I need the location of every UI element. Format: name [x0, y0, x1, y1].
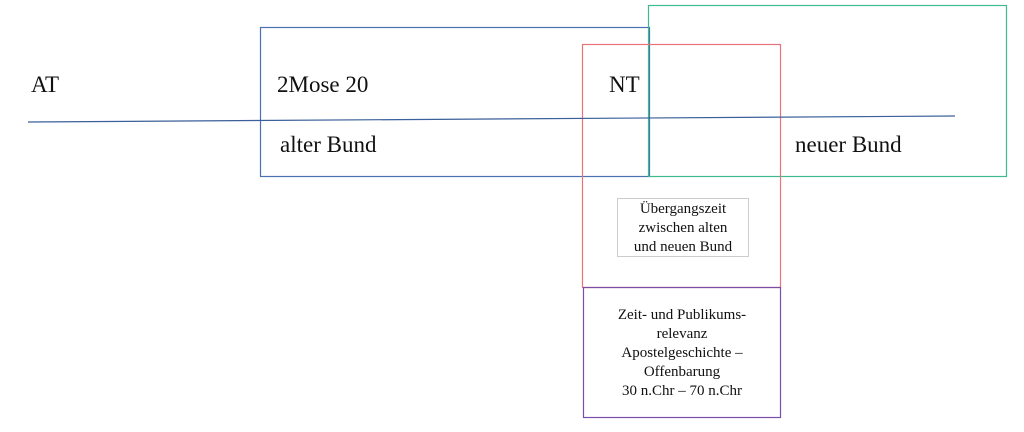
relevance-line: Zeit- und Publikums-	[617, 307, 747, 323]
transition-line: zwischen alten	[638, 220, 728, 236]
new-covenant-box	[647, 4, 1008, 178]
old-covenant-box	[259, 26, 651, 178]
label-at: AT	[31, 72, 60, 97]
label-alter-bund: alter Bund	[280, 132, 377, 157]
label-nt: NT	[609, 72, 640, 97]
relevance-line: 30 n.Chr – 70 n.Chr	[622, 383, 742, 399]
relevance-box	[582, 286, 782, 419]
relevance-text: Zeit- und Publikums- relevanz Apostelges…	[584, 306, 780, 401]
relevance-line: Offenbarung	[643, 364, 721, 380]
label-neuer-bund: neuer Bund	[795, 132, 902, 157]
transition-text: Übergangszeit zwischen alten und neuen B…	[618, 200, 748, 257]
transition-box	[617, 198, 749, 257]
timeline	[27, 115, 956, 123]
label-2mose-20: 2Mose 20	[277, 72, 369, 97]
transition-line: Übergangszeit	[639, 201, 727, 217]
transition-line: und neuen Bund	[633, 239, 733, 255]
relevance-line: Apostelgeschichte –	[621, 345, 743, 361]
relevance-line: relevanz	[656, 326, 708, 342]
